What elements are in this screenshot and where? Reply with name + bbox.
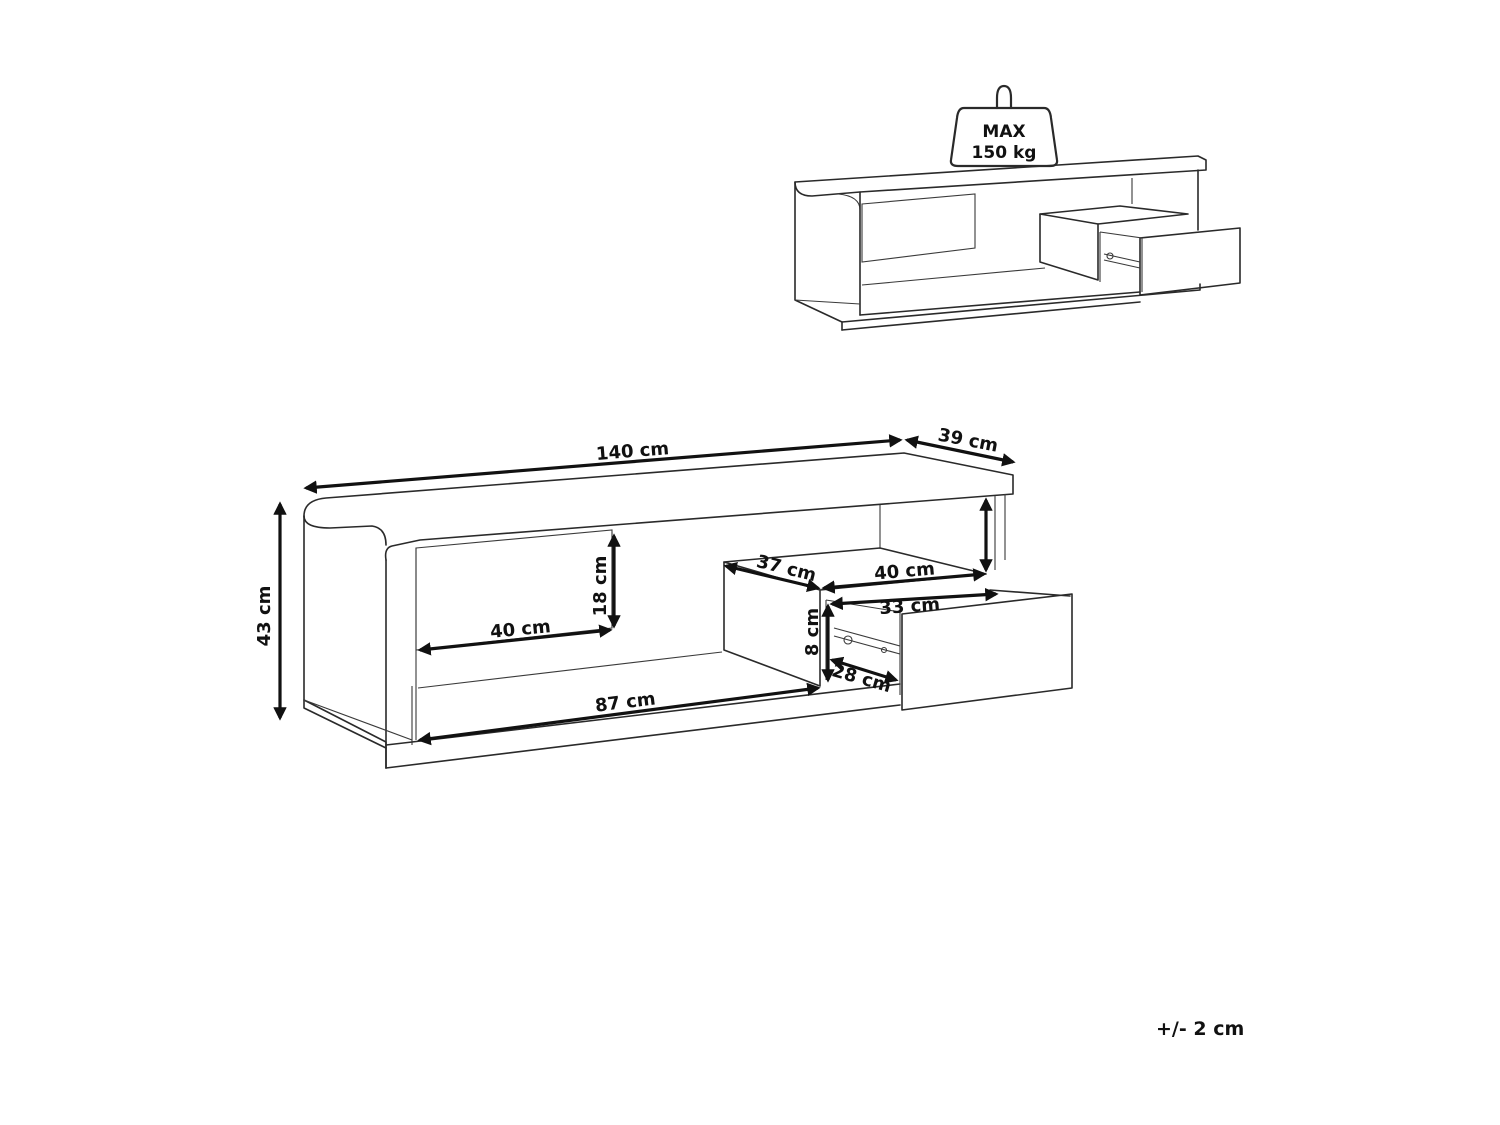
dimension-labels: 140 cm 39 cm 43 cm 18 cm 40 cm 87 cm 37 …	[254, 424, 1000, 716]
dim-box-depth-arrow	[723, 561, 821, 593]
dim-right-width-arrow	[821, 568, 987, 594]
label-shelf-width: 87 cm	[594, 688, 657, 716]
label-height: 43 cm	[254, 586, 275, 647]
max-load-badge: MAX 150 kg	[949, 84, 1059, 168]
dim-drawer-depth-arrow	[829, 656, 899, 684]
label-right-width: 40 cm	[873, 558, 935, 584]
dim-shelf-width-arrow	[417, 682, 821, 746]
dim-width-arrow	[303, 434, 903, 494]
tolerance-note: +/- 2 cm	[1156, 1018, 1245, 1040]
dim-drawer-width-arrow	[829, 587, 999, 611]
preview-tv-stand	[794, 155, 1241, 331]
dim-depth-arrow	[904, 435, 1016, 467]
label-left-width: 40 cm	[489, 616, 551, 643]
main-tv-stand	[303, 452, 1073, 769]
weight-icon	[995, 84, 1013, 110]
dim-left-width-arrow	[417, 624, 613, 656]
label-drawer-height: 8 cm	[802, 608, 823, 656]
label-drawer-width: 33 cm	[879, 594, 941, 619]
label-left-height: 18 cm	[590, 556, 611, 617]
dimension-lines	[273, 434, 1016, 746]
max-label: MAX	[982, 122, 1025, 142]
load-value: 150 kg	[972, 143, 1037, 163]
